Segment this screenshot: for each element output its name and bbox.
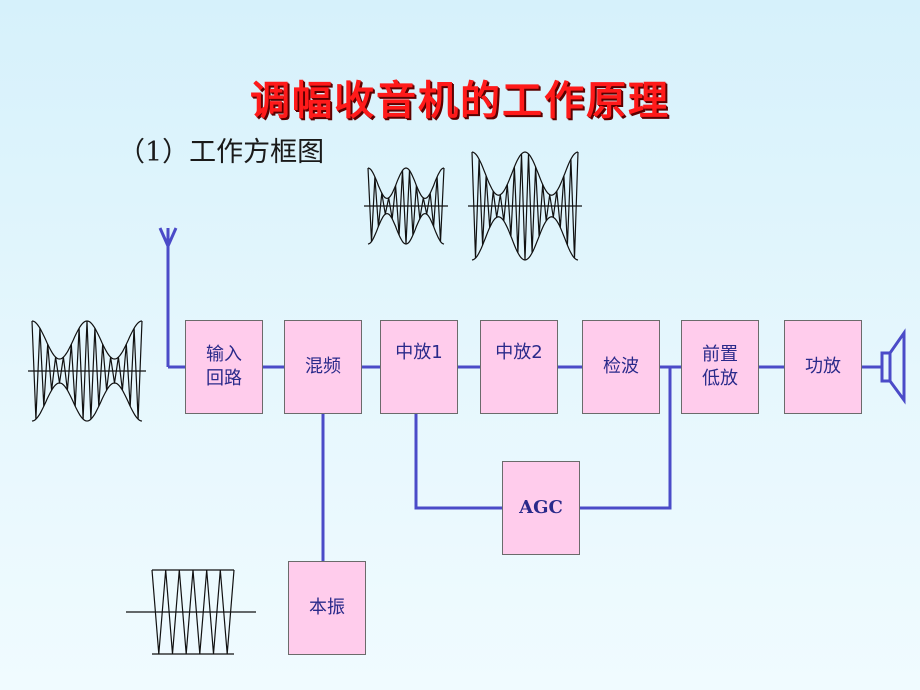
speaker-icon — [880, 328, 906, 405]
power-amp-block: 功放 — [784, 320, 862, 414]
if-amp2-block: 中放2 — [480, 320, 558, 414]
page-title: 调幅收音机的工作原理 — [250, 78, 670, 124]
if-waveform-icon — [364, 167, 448, 245]
agc-control-line — [414, 414, 502, 510]
oscillator-waveform-icon — [126, 569, 256, 655]
block-label: 回路 — [206, 368, 242, 389]
am-input-waveform-icon — [28, 320, 146, 422]
preamp-block: 前置 低放 — [681, 320, 759, 414]
block-label: 混频 — [305, 356, 341, 377]
agc-block: AGC — [502, 461, 580, 555]
amplified-waveform-icon — [468, 151, 582, 261]
block-label: 本振 — [309, 597, 345, 618]
input-loop-block: 输入 回路 — [185, 320, 263, 414]
if-amp1-block: 中放1 — [380, 320, 458, 414]
block-label: 输入 — [206, 344, 242, 365]
block-label: 低放 — [702, 368, 738, 389]
connection-lines — [158, 227, 883, 561]
agc-feedback-line — [580, 367, 672, 510]
antenna-icon — [158, 227, 178, 250]
block-label: 功放 — [805, 356, 841, 377]
local-oscillator-block: 本振 — [288, 561, 366, 655]
block-label: 中放2 — [495, 342, 543, 363]
section-subtitle: （1）工作方框图 — [118, 137, 325, 168]
block-label: 前置 — [702, 344, 738, 365]
block-label: AGC — [519, 497, 563, 518]
mixer-block: 混频 — [284, 320, 362, 414]
block-label: 检波 — [603, 356, 639, 377]
detector-block: 检波 — [582, 320, 660, 414]
block-label: 中放1 — [395, 342, 443, 363]
